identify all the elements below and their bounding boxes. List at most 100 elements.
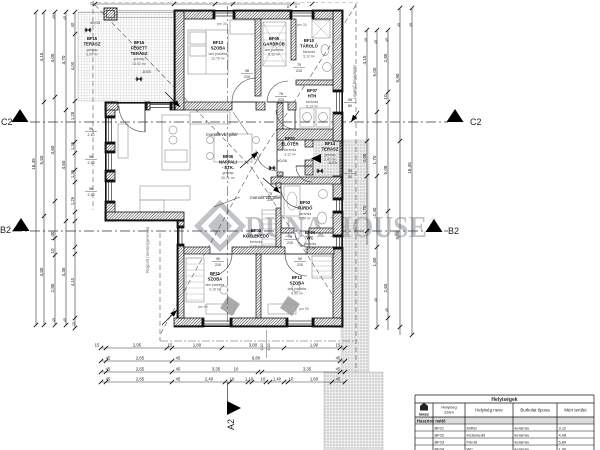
svg-text:4,35: 4,35 <box>61 267 66 276</box>
svg-text:210: 210 <box>278 98 284 102</box>
svg-text:±0,03: ±0,03 <box>90 20 101 25</box>
svg-text:75: 75 <box>268 192 272 196</box>
svg-text:lam.parketta: lam.parketta <box>265 48 284 52</box>
svg-text:2,10: 2,10 <box>88 133 95 137</box>
svg-text:210: 210 <box>297 263 303 267</box>
svg-text:BF12: BF12 <box>292 275 303 280</box>
svg-text:2,65: 2,65 <box>136 356 145 361</box>
svg-text:1,80: 1,80 <box>193 343 202 348</box>
svg-text:45: 45 <box>106 356 111 361</box>
svg-text:BF16: BF16 <box>134 40 145 45</box>
svg-text:45: 45 <box>409 23 413 27</box>
svg-text:-0,03: -0,03 <box>327 160 337 165</box>
svg-text:BF02: BF02 <box>251 228 262 233</box>
svg-text:6,80: 6,80 <box>252 356 261 361</box>
svg-text:1,10: 1,10 <box>245 377 254 382</box>
svg-text:4,08: 4,08 <box>559 433 568 438</box>
svg-text:3,35: 3,35 <box>303 367 312 372</box>
svg-text:lam.parketta: lam.parketta <box>288 287 307 291</box>
svg-text:9,19 m²: 9,19 m² <box>209 287 221 291</box>
svg-text:monolit vb. pillér: monolit vb. pillér <box>206 132 238 137</box>
svg-text:1,60 m²: 1,60 m² <box>304 246 316 250</box>
svg-text:TERASZ: TERASZ <box>84 41 101 46</box>
svg-text:SZOBA: SZOBA <box>211 45 226 50</box>
svg-text:45: 45 <box>52 318 56 322</box>
svg-text:4,05: 4,05 <box>50 53 55 62</box>
svg-text:4,60: 4,60 <box>61 160 66 169</box>
svg-text:BF05: BF05 <box>269 36 280 41</box>
svg-text:BF11: BF11 <box>210 271 221 276</box>
svg-text:5,90: 5,90 <box>395 73 400 82</box>
svg-text:98: 98 <box>89 187 93 191</box>
svg-text:5,12 m²: 5,12 m² <box>303 54 315 58</box>
svg-text:TERASZ: TERASZ <box>322 146 339 151</box>
svg-text:45: 45 <box>63 318 67 322</box>
svg-text:2,40: 2,40 <box>372 207 377 216</box>
svg-text:greslap: greslap <box>86 48 97 52</box>
svg-text:-0,03: -0,03 <box>141 69 151 74</box>
svg-text:1,20: 1,20 <box>260 344 264 351</box>
svg-text:1,28: 1,28 <box>70 111 75 120</box>
svg-text:1,60: 1,60 <box>559 447 568 450</box>
svg-text:45: 45 <box>336 377 341 382</box>
svg-text:45: 45 <box>385 308 389 312</box>
svg-text:GARDRÓB: GARDRÓB <box>263 41 285 46</box>
svg-text:4,15: 4,15 <box>362 55 367 64</box>
svg-text:8: 8 <box>287 5 289 9</box>
svg-text:BF03: BF03 <box>435 440 445 445</box>
svg-text:5,89 m²: 5,89 m² <box>299 216 311 220</box>
svg-text:2,95: 2,95 <box>133 343 142 348</box>
svg-text:45: 45 <box>397 23 401 27</box>
svg-text:3,70: 3,70 <box>61 55 66 64</box>
svg-text:B2: B2 <box>0 225 11 235</box>
svg-text:A2: A2 <box>226 419 236 430</box>
svg-text:2,65: 2,65 <box>136 367 145 372</box>
svg-text:2,65: 2,65 <box>136 377 145 382</box>
svg-text:kerámia: kerámia <box>515 440 530 445</box>
svg-text:1,26: 1,26 <box>70 196 75 205</box>
svg-text:kerámia: kerámia <box>515 433 530 438</box>
svg-text:1,60: 1,60 <box>310 377 319 382</box>
svg-text:9,42 m²: 9,42 m² <box>291 291 303 295</box>
svg-text:Előtér: Előtér <box>467 426 478 431</box>
svg-text:Hasznos nettó: Hasznos nettó <box>417 419 446 424</box>
svg-text:2,85: 2,85 <box>50 283 55 292</box>
svg-text:kerámia: kerámia <box>306 100 318 104</box>
svg-text:45: 45 <box>52 15 56 19</box>
svg-text:4,60: 4,60 <box>50 145 55 154</box>
svg-text:75: 75 <box>288 235 292 239</box>
svg-text:2,05: 2,05 <box>362 153 367 162</box>
svg-text:210: 210 <box>287 241 293 245</box>
svg-text:45: 45 <box>176 356 181 361</box>
svg-text:pm 90: pm 90 <box>299 307 309 311</box>
svg-text:5,08: 5,08 <box>383 165 388 174</box>
svg-text:BF13: BF13 <box>213 40 224 45</box>
svg-text:Burkolat típusa: Burkolat típusa <box>520 408 550 413</box>
svg-text:4,08 m²: 4,08 m² <box>250 244 262 248</box>
svg-text:SZOBA: SZOBA <box>208 276 223 281</box>
svg-text:210: 210 <box>215 263 221 267</box>
svg-text:greslap: greslap <box>222 171 233 175</box>
svg-text:90: 90 <box>298 257 302 261</box>
svg-text:greslap: greslap <box>133 57 144 61</box>
svg-text:26,71 m²: 26,71 m² <box>221 176 235 180</box>
svg-text:45: 45 <box>176 377 181 382</box>
svg-text:3,80: 3,80 <box>249 343 258 348</box>
svg-text:kerámia: kerámia <box>304 242 316 246</box>
svg-text:98: 98 <box>245 69 249 73</box>
svg-text:10: 10 <box>234 367 239 372</box>
svg-text:BF03: BF03 <box>300 200 311 205</box>
svg-text:1,60: 1,60 <box>372 257 377 266</box>
svg-text:pm 30: pm 30 <box>297 23 307 27</box>
svg-text:45: 45 <box>176 367 181 372</box>
svg-text:45: 45 <box>385 38 389 42</box>
svg-text:45: 45 <box>63 16 67 20</box>
svg-text:kerámia: kerámia <box>515 447 530 450</box>
svg-text:BF14: BF14 <box>325 141 336 146</box>
svg-text:5,89: 5,89 <box>559 440 568 445</box>
svg-text:TÁROLÓ: TÁROLÓ <box>300 43 318 48</box>
svg-text:10: 10 <box>50 248 55 254</box>
svg-text:pm 30: pm 30 <box>217 22 227 26</box>
svg-text:10: 10 <box>230 377 235 382</box>
svg-text:4,80: 4,80 <box>39 267 44 276</box>
